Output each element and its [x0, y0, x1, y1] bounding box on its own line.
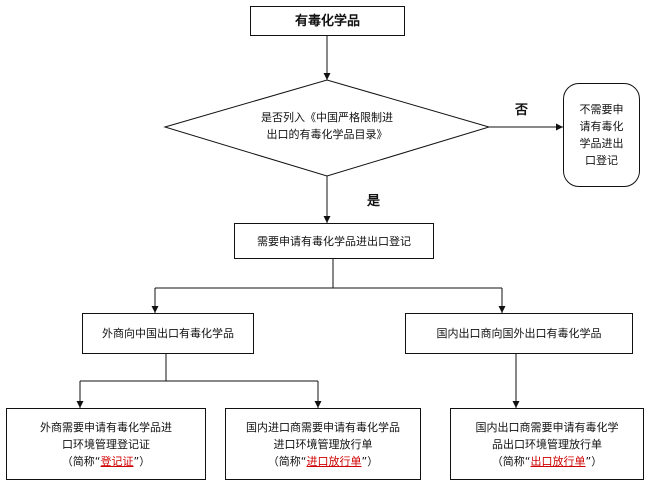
- export-release-node: 国内出口商需要申请有毒化学 品出口环境管理放行单 （简称“出口放行单”）: [450, 408, 644, 480]
- no-registration-line-1: 不需要申: [579, 103, 624, 116]
- certificate-line-2: 口环境管理登记证: [62, 437, 150, 451]
- certificate-prefix: （简称“: [61, 454, 101, 468]
- no-edge-label: 否: [515, 103, 529, 118]
- no-registration-node: 不需要申 请有毒化 学品进出 口登记: [563, 83, 640, 187]
- certificate-abbrev: 登记证: [100, 454, 134, 468]
- decision-line-2: 出口的有毒化学品目录》: [266, 128, 388, 141]
- export-release-line-2: 品出口环境管理放行单: [492, 437, 602, 451]
- export-release-line-1: 国内出口商需要申请有毒化学: [475, 420, 619, 434]
- export-release-abbrev: 出口放行单: [530, 454, 586, 468]
- certificate-short-name: （简称“登记证”）: [40, 453, 172, 470]
- no-registration-line-2: 请有毒化: [579, 120, 624, 133]
- domestic-export-label: 国内出口商向国外出口有毒化学品: [436, 327, 602, 340]
- domestic-export-node: 国内出口商向国外出口有毒化学品: [405, 313, 633, 354]
- export-release-short-name: （简称“出口放行单”）: [476, 453, 619, 470]
- yes-edge-label: 是: [367, 194, 381, 209]
- import-release-node: 国内进口商需要申请有毒化学品 进口环境管理放行单 （简称“进口放行单”）: [225, 408, 421, 480]
- import-release-suffix: ”）: [361, 454, 379, 468]
- export-release-prefix: （简称“: [491, 454, 531, 468]
- import-release-short-name: （简称“进口放行单”）: [246, 453, 400, 470]
- foreign-export-label: 外商向中国出口有毒化学品: [102, 327, 234, 340]
- export-release-suffix: ”）: [585, 454, 603, 468]
- registration-certificate-node: 外商需要申请有毒化学品进 口环境管理登记证 （简称“登记证”）: [6, 408, 206, 480]
- registration-required-label: 需要申请有毒化学品进出口登记: [257, 234, 411, 248]
- decision-line-1: 是否列入《中国严格限制进: [261, 111, 393, 124]
- decision-label: 是否列入《中国严格限制进 出口的有毒化学品目录》: [210, 109, 444, 143]
- registration-required-node: 需要申请有毒化学品进出口登记: [234, 223, 434, 259]
- import-release-abbrev: 进口放行单: [306, 454, 362, 468]
- no-registration-line-3: 学品进出: [579, 137, 624, 150]
- start-node: 有毒化学品: [250, 6, 405, 36]
- import-release-prefix: （简称“: [267, 454, 307, 468]
- decision-diamond: [163, 79, 491, 177]
- start-node-label: 有毒化学品: [294, 13, 360, 29]
- no-registration-line-4: 口登记: [585, 154, 618, 167]
- certificate-line-1: 外商需要申请有毒化学品进: [40, 420, 172, 434]
- certificate-suffix: ”）: [133, 454, 151, 468]
- import-release-line-2: 进口环境管理放行单: [273, 437, 373, 451]
- import-release-line-1: 国内进口商需要申请有毒化学品: [246, 420, 400, 434]
- foreign-export-node: 外商向中国出口有毒化学品: [82, 313, 254, 354]
